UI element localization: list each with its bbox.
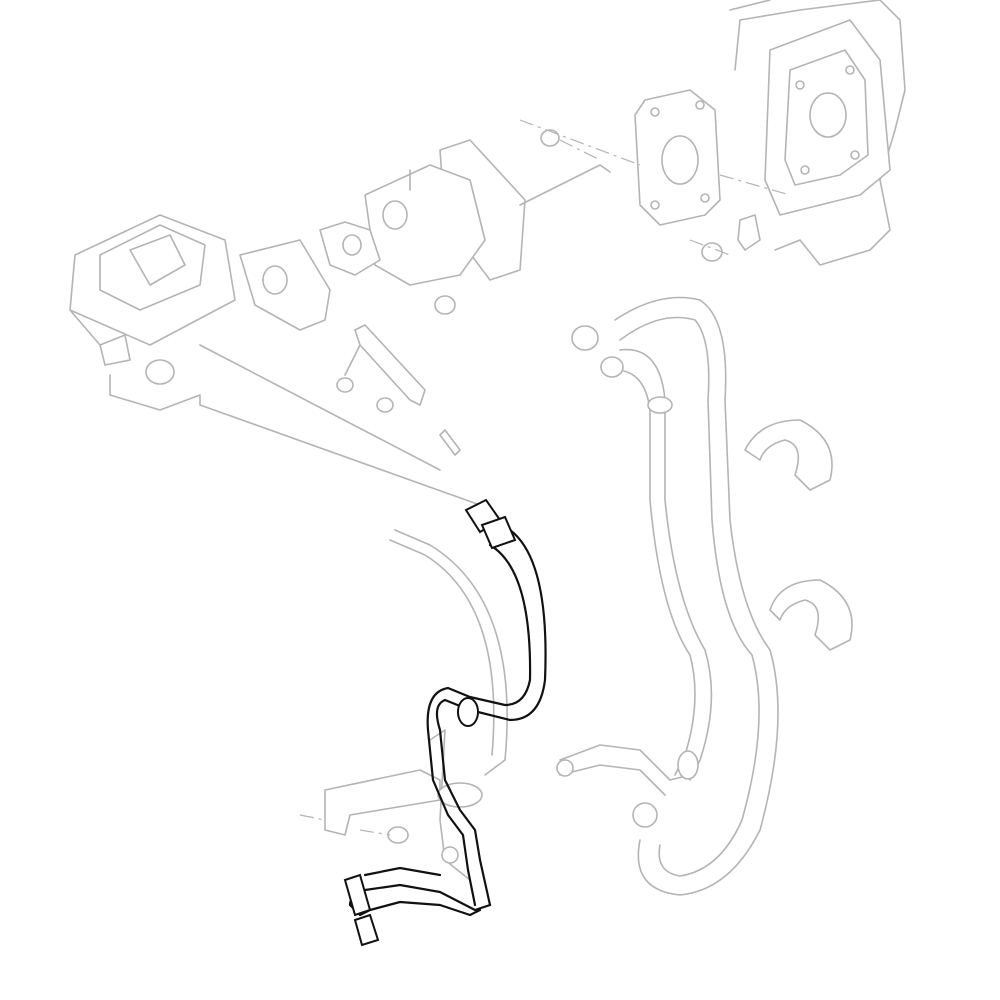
brake-line <box>389 539 495 756</box>
nut <box>434 295 456 315</box>
clip <box>737 214 761 251</box>
bolt <box>439 429 461 456</box>
hose-clip <box>744 419 833 491</box>
vacuum-hose <box>556 296 779 896</box>
brake-line <box>394 529 508 776</box>
nut <box>701 242 723 262</box>
gasket <box>634 89 721 226</box>
nut <box>540 129 560 147</box>
hose-clip <box>769 579 853 651</box>
engine-block <box>729 0 906 266</box>
leader-line <box>109 344 481 506</box>
brake-booster <box>319 139 611 286</box>
abs-modulator <box>69 214 236 366</box>
bolt <box>376 397 394 413</box>
mount-rubber <box>145 359 175 385</box>
bolt <box>336 377 354 393</box>
bracket <box>239 239 331 331</box>
sensor-bracket <box>344 324 426 406</box>
hose-assembly <box>343 498 547 947</box>
lower-bracket <box>299 769 483 864</box>
